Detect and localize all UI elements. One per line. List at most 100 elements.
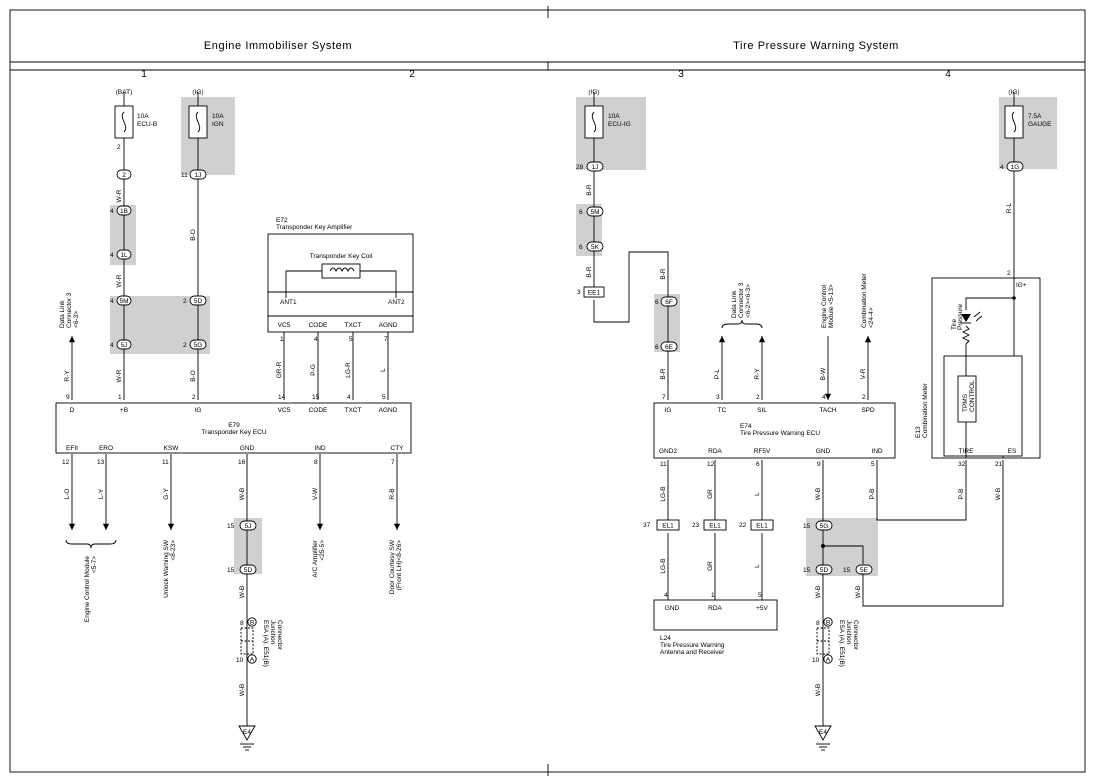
wire-wr-3: W-R — [116, 369, 123, 382]
conn-2: 2 — [122, 172, 126, 179]
meter-num-21: 21 — [995, 461, 1003, 468]
conn-4e: 4 — [1000, 164, 1004, 171]
conn-28: 28 — [576, 164, 584, 171]
amp-num-1: 1 — [280, 336, 284, 343]
dest-meter-1: Combination Meter — [861, 272, 868, 328]
wire-wb-4: W-B — [815, 488, 822, 501]
ecu74-bn-6: 6 — [756, 461, 760, 468]
fuse-bat-rating: 10A — [137, 113, 149, 120]
wire-lo: L-O — [64, 489, 71, 500]
wire-pb-2: P-B — [958, 489, 965, 500]
ecu74-bot-rda: RDA — [708, 448, 722, 455]
conn-1j: 1J — [195, 172, 202, 179]
amp-id: E72 — [276, 217, 288, 224]
dest-dlc3a-2: Connector 3 — [66, 292, 73, 328]
ecm-brace — [65, 539, 117, 549]
meter-ig: IG+ — [1016, 282, 1027, 289]
junction-2-l2: Junction — [845, 620, 852, 645]
junction-2-l3: Connector — [852, 620, 859, 651]
fuse-bat — [114, 105, 134, 139]
conn-el1a: EL1 — [662, 523, 674, 530]
conn-2b: 2 — [183, 342, 187, 349]
fuse-ecuig-src: (IG) — [588, 89, 599, 96]
el1-connectors — [656, 519, 774, 531]
conn-ab: A — [826, 657, 831, 664]
ecu74-tn-2a: 2 — [756, 394, 760, 401]
conn-15c: 15 — [803, 523, 811, 530]
wire-br-4: B-R — [660, 368, 667, 380]
conn-5d: 5D — [194, 298, 203, 305]
conn-4d: 4 — [110, 342, 114, 349]
wire-br-3: B-R — [660, 268, 667, 280]
ecu74-tn-2b: 2 — [862, 394, 866, 401]
ecu79-bot-ero: ERO — [99, 445, 113, 452]
wire-ry-2: R-Y — [754, 368, 761, 380]
ecu79-name: Transponder Key ECU — [201, 429, 266, 436]
meter-control-2: CONTROL — [969, 380, 976, 412]
conn-5k: 5K — [591, 244, 600, 251]
conn-3: 3 — [577, 289, 581, 296]
conn-1l: 1L — [120, 252, 128, 259]
amp-num-4: 7 — [384, 336, 388, 343]
ecu74-bot-ind: IND — [871, 448, 883, 455]
rcv-id: L24 — [660, 635, 671, 642]
ecu79-bn-16: 16 — [238, 459, 246, 466]
dest-dlc3b-3: <6-2><6-3> — [745, 284, 752, 318]
wire-wb-7: W-B — [855, 586, 862, 599]
dest-dlc3b-2: Connector 3 — [738, 282, 745, 318]
amp-pin-vc5: VC5 — [278, 322, 291, 329]
dest-dlc3b-1: Data Link — [731, 290, 738, 318]
amp-pin-code: CODE — [309, 322, 328, 329]
column-3-4-wires — [593, 92, 1015, 726]
ecu74-tn-7: 7 — [662, 394, 666, 401]
column-2: 2 — [409, 69, 415, 80]
fuse-ign-name: IGN — [212, 121, 224, 128]
ecu74-top-sil: SIL — [757, 407, 767, 414]
conn-5j: 5J — [121, 342, 128, 349]
amp-ant1: ANT1 — [280, 299, 297, 306]
wire-br-1: B-R — [586, 184, 593, 196]
fuse-gauge-name: GAUGE — [1028, 121, 1052, 128]
wire-rl: R-L — [1006, 202, 1013, 213]
fuse-ign-rating: 10A — [212, 113, 224, 120]
conn-6b: 6 — [579, 244, 583, 251]
conn-aa: A — [250, 657, 255, 664]
ecu79-top-d: D — [70, 407, 75, 414]
antenna-receiver-l24 — [653, 599, 778, 631]
conn-1j2: 1J — [592, 164, 599, 171]
wire-ry-1: R-Y — [64, 370, 71, 382]
conn-5d2: 5D — [244, 567, 253, 574]
rcv-pin-gnd: GND — [665, 605, 680, 612]
ecu74-bot-gnd: GND — [816, 448, 831, 455]
rcv-num-5: 5 — [758, 592, 762, 599]
wire-wb-5: W-B — [995, 488, 1002, 501]
ecu79-top-b: +B — [120, 407, 128, 414]
dest-ecm2-1: Engine Control — [821, 284, 828, 328]
wire-bo-2: B-O — [190, 370, 197, 382]
wire-lgb-1: LG-B — [660, 486, 667, 501]
conn-15e: 15 — [843, 567, 851, 574]
amp-name: Transponder Key Amplifier — [276, 224, 353, 231]
rcv-name-1: Tire Pressure Warning — [660, 642, 725, 649]
dest-ecm1-2: <5-7> — [91, 556, 98, 573]
fuse-ign — [188, 105, 208, 139]
wire-l-1: L — [380, 368, 387, 372]
wire-pb-1: P-B — [869, 489, 876, 500]
conn-5d3: 5D — [820, 567, 829, 574]
meter-pin-tire: TIRE — [959, 448, 974, 455]
wire-wb-6: W-B — [815, 586, 822, 599]
ecu79-tn-5: 5 — [382, 394, 386, 401]
conn-5e: 5E — [860, 567, 869, 574]
ecu79-bn-12: 12 — [62, 459, 70, 466]
wire-gr-2: GR — [707, 561, 714, 571]
wire-br-2: B-R — [586, 266, 593, 278]
conn-el1c: EL1 — [756, 523, 768, 530]
ecu79-bot-ksw: KSW — [164, 445, 180, 452]
wire-wr-2: W-R — [116, 274, 123, 287]
wire-l-2: L — [754, 492, 761, 496]
header-left: Engine Immobiliser System — [204, 40, 352, 52]
junction-1-l3: Connector — [276, 620, 283, 651]
wire-wb-8: W-B — [815, 684, 822, 697]
frame — [9, 6, 1086, 776]
rcv-pin-rda: RDA — [708, 605, 722, 612]
